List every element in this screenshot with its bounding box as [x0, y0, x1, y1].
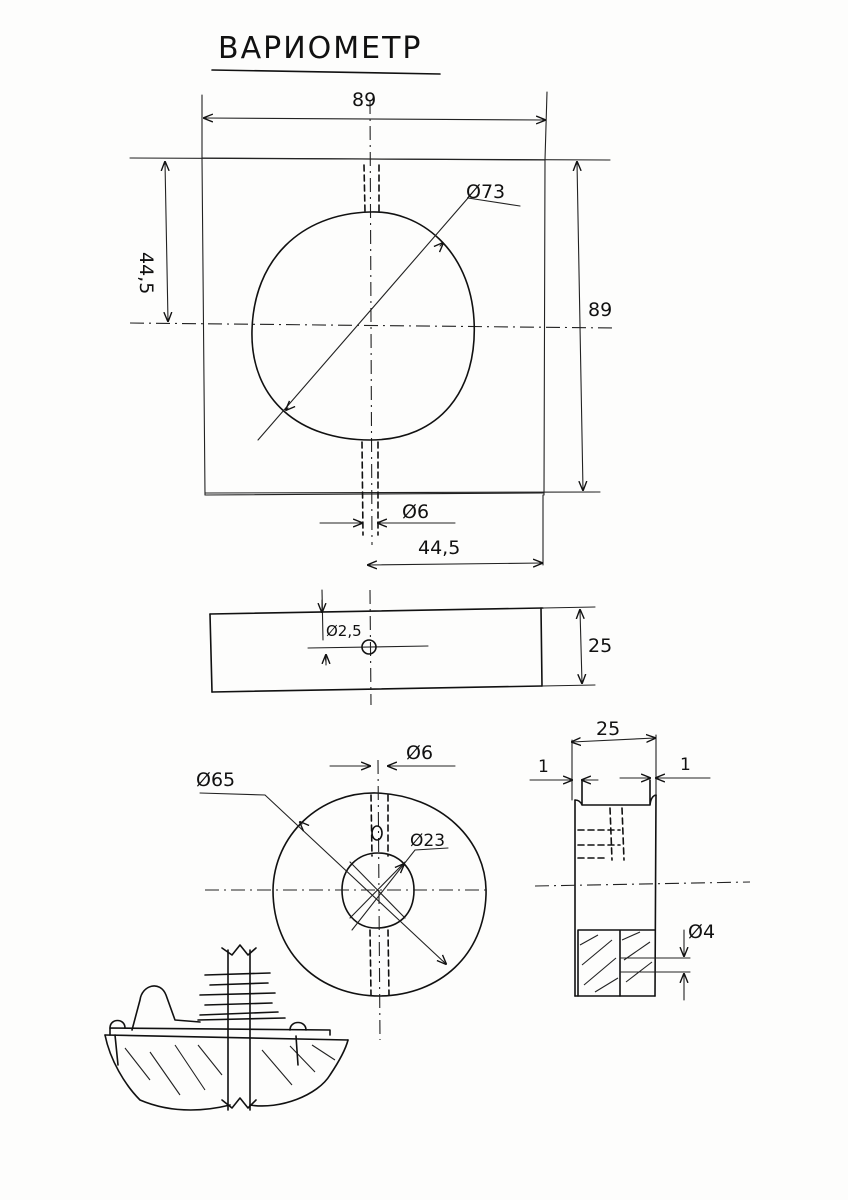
top-view: Ø73 89 89 44,5 Ø6 44,5 [129, 89, 616, 565]
assembly-sketch [104, 944, 349, 1111]
half-width-dimension-line [368, 563, 542, 565]
hub-diameter-label: Ø23 [410, 831, 445, 851]
screws [114, 1034, 299, 1066]
height-dimension-line [577, 162, 583, 490]
side-left-edge [209, 613, 213, 693]
thickness-dimension-line [580, 610, 582, 683]
section-width-dimension-line [572, 738, 655, 742]
bore-diameter-leader [257, 197, 469, 441]
side-top-edge [209, 607, 544, 615]
half-height-dimension-label: 44,5 [135, 252, 157, 294]
horizontal-center-line [129, 322, 616, 329]
screw-heads [109, 1019, 307, 1031]
section-wood-hatching [579, 931, 653, 993]
height-dimension-label: 89 [588, 299, 612, 321]
half-width-dimension-label: 44,5 [418, 537, 460, 559]
spring-bracket [131, 985, 201, 1031]
base-cross-section [104, 1034, 349, 1111]
section-hole-label: Ø4 [688, 921, 715, 943]
outer-arrow-upper [300, 822, 302, 824]
rotor-section-view: 25 1 1 Ø4 [529, 718, 751, 1001]
shaft-hole-upper [363, 164, 380, 213]
wall-right-label: 1 [680, 755, 691, 775]
section-extension-lines [571, 734, 657, 801]
width-dimension-label: 89 [352, 89, 376, 111]
side-view: 25 Ø2,5 [209, 589, 612, 706]
vertical-center-line [369, 99, 373, 546]
plate-bottom-edge [204, 492, 545, 496]
shaft-break-marks [221, 944, 257, 1109]
section-center-line [534, 881, 751, 887]
rotor-shaft-diameter-label: Ø6 [406, 742, 433, 764]
bore-label-shelf [467, 197, 521, 207]
plate-right-edge [543, 159, 546, 496]
rotor-front-view: Ø65 Ø6 Ø23 [196, 742, 490, 1041]
pin-hole [361, 639, 377, 655]
assembly-shaft [227, 949, 251, 1111]
section-width-label: 25 [596, 718, 620, 740]
extension-line-bottom [204, 491, 601, 494]
outer-arrow-lower [443, 961, 446, 964]
hub-arrow [402, 864, 404, 866]
wall-left-label: 1 [538, 757, 549, 777]
base-plate [109, 1027, 331, 1036]
bore-arrow-lower [286, 408, 288, 410]
base-wood-hatching [124, 1044, 336, 1096]
side-extension-lines [541, 606, 596, 687]
rotor-pin-hole [371, 825, 383, 841]
section-hole-lines [619, 957, 691, 973]
outer-diameter-label: Ø65 [196, 769, 235, 791]
hub-diameter-leader [351, 847, 449, 931]
drawing-title: ВАРИОМЕТР [218, 31, 423, 66]
bore-diameter-label: Ø73 [466, 181, 505, 203]
section-hub-outline [577, 929, 656, 997]
side-bottom-edge [211, 685, 543, 693]
section-top-rim [574, 779, 657, 806]
side-right-edge [540, 607, 543, 687]
plate-left-edge [201, 157, 206, 496]
rotor-shaft-hole [369, 794, 390, 996]
extension-line-right [544, 91, 548, 161]
hub-circle [341, 852, 415, 929]
shaft-hole-lower [361, 441, 379, 536]
pin-diameter-label: Ø2,5 [326, 622, 362, 640]
half-height-dimension-line [165, 162, 168, 321]
base-top-edge [104, 1034, 349, 1041]
pin-center-line [307, 645, 429, 649]
outer-diameter-leader [199, 792, 447, 965]
section-outer-walls [574, 794, 657, 997]
rotor-center-line-v [377, 759, 381, 1041]
spring-coils [197, 972, 286, 1021]
bore-circle [251, 211, 476, 441]
thickness-dimension-label: 25 [588, 635, 612, 657]
shaft-diameter-label: Ø6 [402, 501, 429, 523]
section-hidden-lines [577, 807, 625, 861]
bore-arrow-upper [440, 243, 443, 246]
width-dimension-line [204, 118, 545, 120]
title-underline [211, 69, 441, 75]
